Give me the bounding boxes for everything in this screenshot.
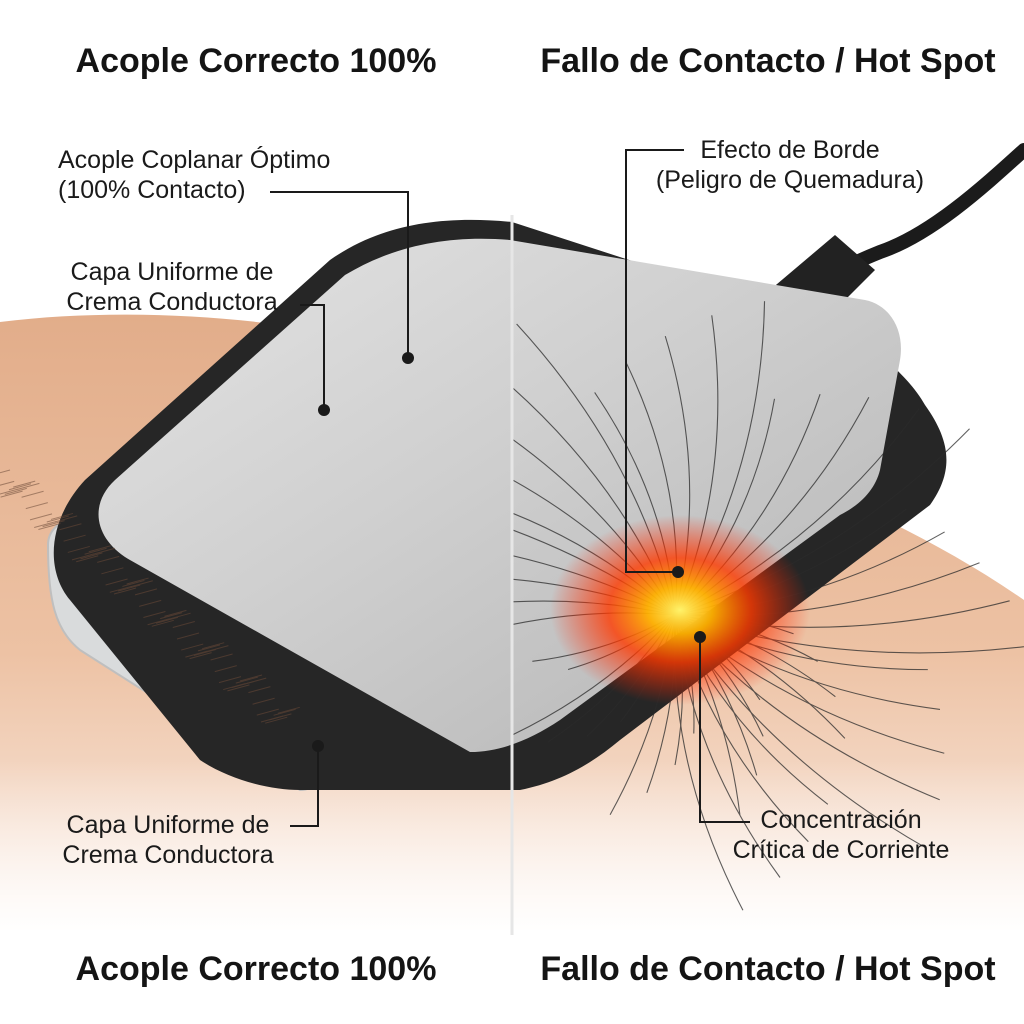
annotation-cream-bottom: Capa Uniforme de Crema Conductora [48,810,288,870]
heading-left-top: Acople Correcto 100% [75,42,437,80]
annotation-edge-effect-line1: Efecto de Borde [700,136,880,164]
annotation-coplanar-line2: (100% Contacto) [58,176,246,204]
skin-hair [97,555,120,563]
skin-hair [181,643,204,651]
skin-hair [134,588,158,596]
skin-hair [206,645,229,653]
skin-hair [227,684,250,692]
heading-left-bottom: Acople Correcto 100% [75,950,437,988]
skin-hair [17,482,40,490]
skin-hair [0,469,11,474]
skin-hair [50,512,74,520]
heading-right-bottom: Fallo de Contacto / Hot Spot [540,950,996,988]
skin-hair [269,713,292,721]
skin-hair [244,677,267,685]
skin-hair [176,632,200,640]
annotation-coplanar-line1: Acople Coplanar Óptimo [58,146,331,174]
skin-hair [235,676,258,684]
skin-hair [122,579,145,587]
annotation-cream-bottom-line2: Crema Conductora [62,841,274,869]
skin-hair [210,653,233,661]
skin-hair [273,708,296,716]
skin-hair [277,706,300,714]
skin-hair [34,520,57,528]
skin-hair [113,587,137,595]
annotation-cream-top-line1: Capa Uniforme de [70,258,274,286]
annotation-current-line2: Crítica de Corriente [732,836,950,864]
skin-hair [8,483,32,491]
skin-hair [185,650,208,658]
skin-hair [0,480,15,486]
skin-hair [189,652,212,660]
skin-hair [239,674,263,682]
annotation-edge-effect: Efecto de Borde (Peligro de Quemadura) [640,135,940,195]
skin-hair [197,644,221,652]
skin-hair [55,515,78,523]
skin-hair [0,488,19,495]
skin-hair [67,545,90,553]
skin-hair [252,697,275,705]
skin-hair [21,490,44,498]
skin-hair [59,523,82,531]
annotation-cream-top: Capa Uniforme de Crema Conductora [52,257,292,317]
annotation-current-line1: Concentración [760,806,922,834]
leader-dots [312,352,706,752]
skin-hair [63,534,86,542]
annotation-cream-bottom-line1: Capa Uniforme de [66,811,270,839]
annotation-current: Concentración Crítica de Corriente [716,805,966,865]
leader-edge-effect [625,149,684,573]
skin-hair [248,686,271,694]
skin-hair [38,522,61,530]
skin-hair [29,513,53,521]
skin-hair [80,552,103,560]
skin-hair [147,618,170,626]
leader-current [699,637,750,823]
skin-hair [84,547,107,555]
leader-coplanar [270,191,409,358]
skin-hair [256,708,279,716]
leader-cream-bottom [290,746,319,827]
skin-hair [25,502,48,510]
skin-hair [101,567,124,575]
heading-right-top: Fallo de Contacto / Hot Spot [540,42,996,80]
skin-hair [0,490,23,498]
leader-cream-top [300,304,325,410]
skin-hair [126,577,149,585]
skin-hair [13,480,36,488]
skin-hairs [0,469,300,724]
skin-hair [105,578,128,586]
skin-hair [143,611,166,619]
skin-hair [155,616,179,624]
skin-hair [218,676,242,684]
skin-hair [139,599,162,607]
skin-hair [202,642,225,650]
leader-lines [270,149,750,827]
skin-hair [265,716,288,724]
skin-hair [76,555,99,563]
skin-hair [118,584,141,592]
skin-hair [214,665,237,673]
skin-hair [160,612,183,620]
skin-hair [151,619,174,627]
skin-hair [109,585,132,593]
skin-hair [130,580,153,588]
hotspot-glow [550,515,810,705]
skin-hair [92,547,116,555]
annotation-coplanar: Acople Coplanar Óptimo (100% Contacto) [58,145,330,205]
annotation-edge-effect-line2: (Peligro de Quemadura) [655,166,925,194]
skin-hair [4,487,27,495]
skin-hair [164,609,187,617]
skin-hair [88,545,111,553]
pad-plate [98,238,901,753]
skin-hair [168,612,191,620]
skin-hair [71,553,95,561]
annotation-cream-top-line2: Crema Conductora [66,288,278,316]
skin-hair [172,620,195,628]
skin-hair [42,520,65,528]
skin-hair [46,515,69,523]
